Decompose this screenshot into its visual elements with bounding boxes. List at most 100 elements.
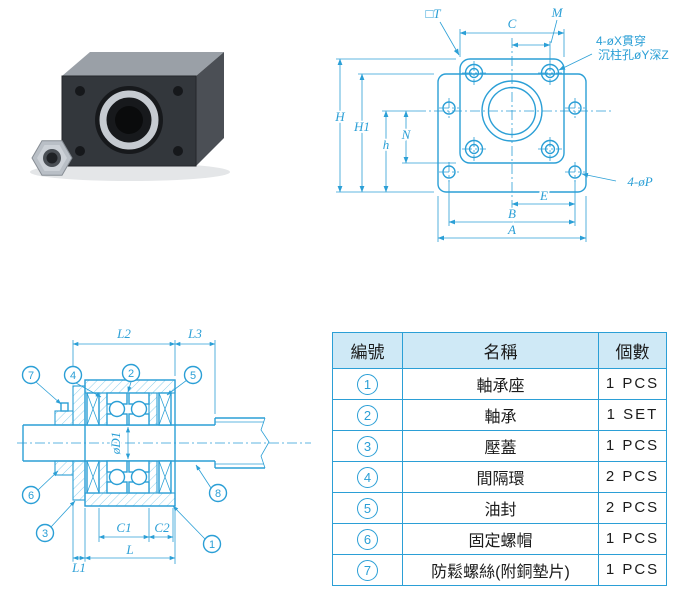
block-bearing-ring	[99, 90, 159, 150]
dim-label-4oP: 4-øP	[627, 174, 652, 189]
product-photo	[30, 52, 230, 181]
svg-text:4: 4	[70, 370, 76, 382]
callout-3: 3	[35, 523, 55, 543]
block-top-face	[62, 52, 224, 76]
table-row: 5 油封 2 PCS	[332, 492, 667, 524]
front-centerlines	[416, 38, 612, 210]
bearing-block	[61, 52, 224, 167]
callout-1: 1	[202, 534, 222, 554]
part-qty: 1 PCS	[605, 437, 660, 454]
bearing-ball	[130, 468, 148, 486]
front-leader-lines	[439, 19, 617, 182]
callout-5: 5	[183, 365, 203, 385]
dim-label-h: h	[383, 137, 390, 152]
table-row: 3 壓蓋 1 PCS	[332, 430, 667, 462]
svg-text:6: 6	[28, 490, 34, 502]
svg-text:8: 8	[215, 488, 221, 500]
dim-label-H1: H1	[353, 119, 370, 134]
part-qty: 2 PCS	[605, 499, 660, 516]
header-qty: 個數	[598, 332, 667, 369]
row-number-badge: 5	[357, 497, 378, 519]
row-number-badge: 2	[357, 404, 378, 426]
block-screw-hole	[75, 146, 85, 156]
row-number-badge: 1	[357, 373, 378, 395]
table-row: 1 軸承座 1 PCS	[332, 368, 667, 400]
front-hole-centermarks	[439, 61, 585, 182]
block-bore-inner	[115, 106, 143, 134]
callout-6: 6	[21, 485, 41, 505]
dim-label-A: A	[507, 222, 516, 237]
shaft-break-line	[260, 417, 270, 469]
dim-label-H: H	[334, 109, 345, 124]
front-dimension-lines	[337, 30, 587, 241]
dim-label-N: N	[401, 127, 412, 142]
callout-4: 4	[63, 365, 83, 385]
block-front-edge	[61, 75, 197, 167]
dim-label-L1: L1	[71, 560, 86, 575]
section-view-drawing: L2 L3 øD1 C1 C2 L1 L 7 4 2	[17, 324, 311, 577]
callout-2: 2	[121, 363, 141, 383]
part-name: 防鬆螺絲(附銅墊片)	[402, 554, 599, 586]
lock-nut-section	[54, 402, 74, 476]
callout-8: 8	[208, 483, 228, 503]
dim-label-T: □T	[425, 6, 441, 21]
header-no: 編號	[332, 332, 403, 369]
dim-label-L: L	[125, 542, 133, 557]
part-qty: 1 PCS	[605, 561, 660, 578]
part-qty: 2 PCS	[605, 468, 660, 485]
svg-text:3: 3	[42, 528, 48, 540]
block-screw-hole	[75, 86, 85, 96]
table-row: 4 間隔環 2 PCS	[332, 461, 667, 493]
part-name: 軸承	[402, 399, 599, 431]
callout-7: 7	[21, 365, 41, 385]
bearing-ball	[130, 400, 148, 418]
dim-label-C: C	[508, 16, 517, 31]
oil-seals	[86, 392, 172, 494]
table-row: 2 軸承 1 SET	[332, 399, 667, 431]
callout-leaders	[35, 379, 212, 540]
svg-text:1: 1	[209, 539, 215, 551]
svg-text:7: 7	[28, 370, 34, 382]
bearing-ball	[108, 468, 126, 486]
note-counterbore: 沉柱孔øY深Z	[598, 47, 669, 62]
dim-label-oD1: øD1	[108, 432, 123, 455]
part-qty: 1 PCS	[605, 375, 660, 392]
svg-text:5: 5	[190, 370, 196, 382]
dim-label-C1: C1	[116, 520, 131, 535]
row-number-badge: 7	[357, 559, 378, 581]
table-row: 7 防鬆螺絲(附銅墊片) 1 PCS	[332, 554, 667, 586]
part-name: 固定螺帽	[402, 523, 599, 555]
table-header-row: 編號 名稱 個數	[332, 332, 667, 369]
svg-text:2: 2	[128, 368, 134, 380]
end-cap-section	[72, 385, 86, 501]
dim-label-M: M	[551, 5, 564, 20]
header-name: 名稱	[402, 332, 599, 369]
dim-label-C2: C2	[154, 520, 170, 535]
part-name: 油封	[402, 492, 599, 524]
block-right-face	[196, 52, 224, 166]
part-qty: 1 PCS	[605, 530, 660, 547]
part-qty: 1 SET	[606, 406, 659, 423]
block-screw-hole	[173, 146, 183, 156]
nut-hole-inner	[46, 152, 58, 164]
hex-nut	[31, 140, 73, 176]
dim-label-E: E	[539, 188, 548, 203]
photo-shadow	[30, 163, 230, 181]
part-name: 軸承座	[402, 368, 599, 400]
row-number-badge: 3	[357, 435, 378, 457]
front-view-drawing: C M □T H H1 h N E B A 4-øP 4-øX貫穿 沉柱孔øY深…	[333, 4, 670, 242]
dim-label-L3: L3	[187, 326, 202, 341]
row-number-badge: 6	[357, 528, 378, 550]
bearing-ball	[108, 400, 126, 418]
dim-label-B: B	[508, 206, 516, 221]
part-name: 間隔環	[402, 461, 599, 493]
row-number-badge: 4	[357, 466, 378, 488]
front-extension-lines	[336, 29, 587, 242]
spacer-rings	[98, 392, 158, 494]
part-name: 壓蓋	[402, 430, 599, 462]
dim-label-L2: L2	[116, 326, 131, 341]
bearings	[106, 392, 150, 494]
parts-table: 編號 名稱 個數 1 軸承座 1 PCS 2 軸承 1 SET 3 壓蓋 1 P…	[332, 332, 667, 586]
table-row: 6 固定螺帽 1 PCS	[332, 523, 667, 555]
